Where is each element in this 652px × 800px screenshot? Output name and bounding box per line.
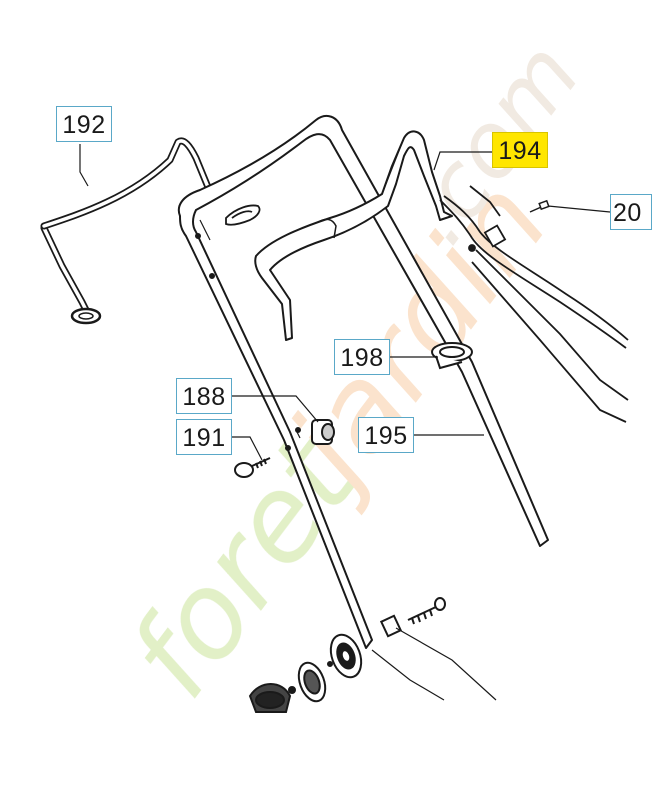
- lower-bolt: [379, 597, 446, 638]
- leader-lines: [79, 144, 611, 701]
- handle-bracket: [225, 204, 261, 226]
- part-label-191: 191: [176, 419, 232, 455]
- lower-knob-assembly: [248, 633, 363, 713]
- part-label-20x: 20: [610, 194, 652, 230]
- part-192-wire-bail: [40, 137, 214, 325]
- part-198-cable-clip: [431, 342, 473, 370]
- part-label-194: 194: [492, 132, 548, 168]
- part-label-192: 192: [56, 106, 112, 142]
- upper-handle-frame: [177, 114, 549, 649]
- part-label-188: 188: [176, 378, 232, 414]
- small-screw: [529, 199, 550, 213]
- part-191-eye-bolt: [234, 457, 271, 478]
- part-188-bushing: [311, 419, 335, 445]
- cable-assembly: [439, 185, 629, 423]
- part-label-195: 195: [358, 417, 414, 453]
- part-label-198: 198: [334, 339, 390, 375]
- part-194-control-bar: [254, 130, 453, 341]
